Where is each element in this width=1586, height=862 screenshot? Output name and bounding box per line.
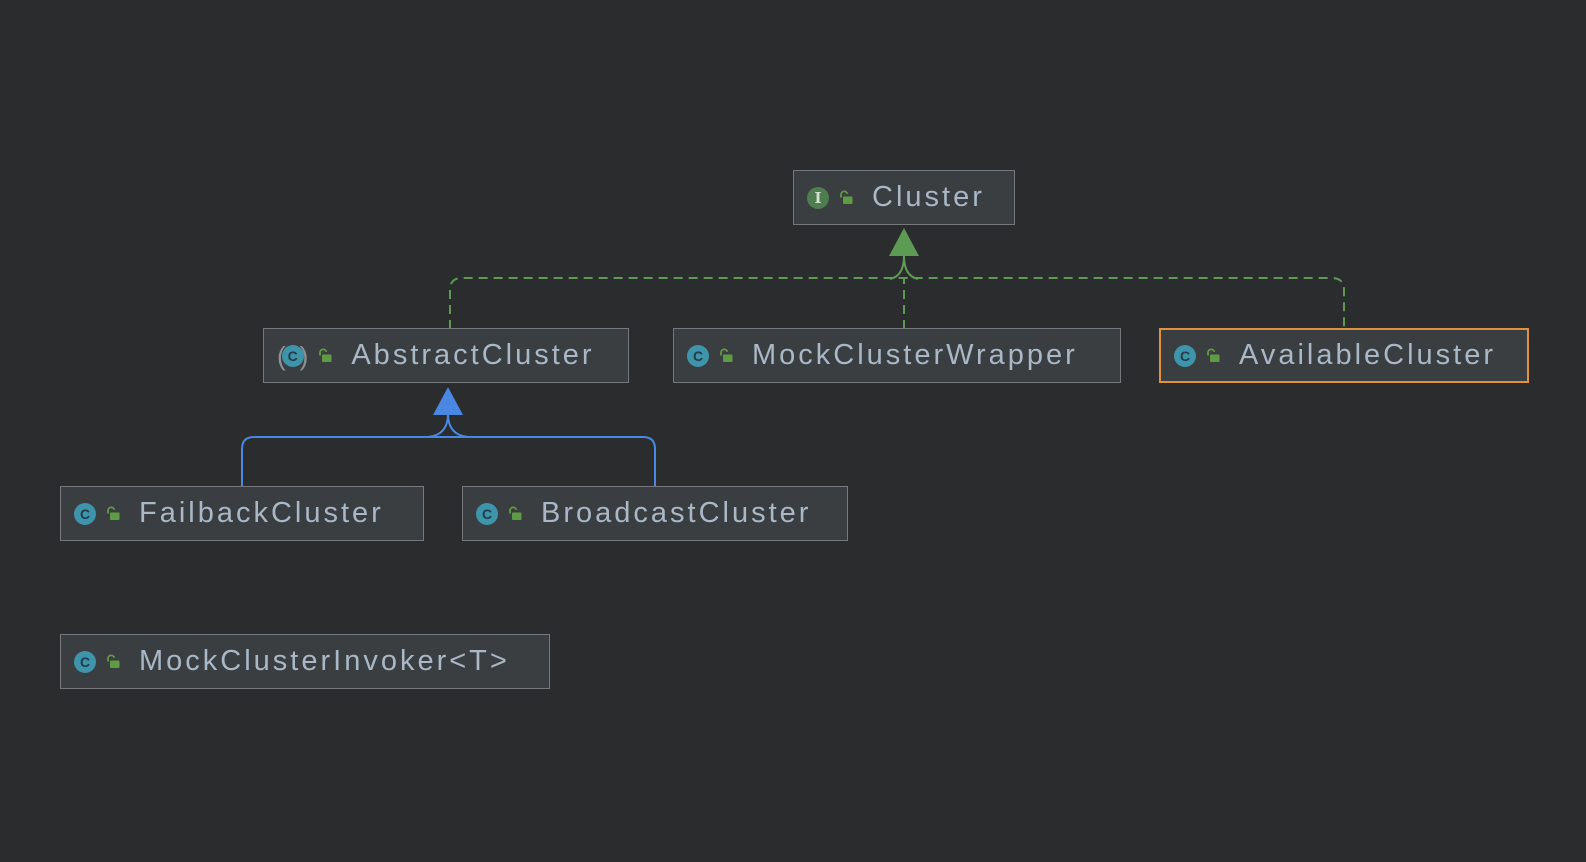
class-icon: C (74, 650, 96, 673)
class-icon: C (687, 344, 709, 367)
node-label: AbstractCluster (351, 339, 595, 371)
class-icon: C (74, 502, 96, 525)
inheritance-edge (241, 436, 656, 487)
realization-arrowhead-icon (889, 228, 919, 256)
realization-edge-stem (903, 255, 919, 280)
class-icon: C (1174, 344, 1196, 367)
inheritance-edge-stem (427, 413, 449, 438)
node-label: BroadcastCluster (541, 497, 812, 529)
unlocked-icon (840, 190, 853, 204)
unlocked-icon (1207, 348, 1220, 362)
unlocked-icon (319, 348, 332, 362)
class-icon: C (476, 502, 498, 525)
node-cluster[interactable]: I Cluster (793, 170, 1015, 225)
unlocked-icon (107, 654, 120, 668)
node-mock-cluster-invoker[interactable]: C MockClusterInvoker<T> (60, 634, 550, 689)
node-label: Cluster (872, 181, 985, 213)
abstract-class-icon: ( C ) (277, 343, 308, 369)
node-available-cluster[interactable]: C AvailableCluster (1159, 328, 1529, 383)
node-broadcast-cluster[interactable]: C BroadcastCluster (462, 486, 848, 541)
node-mock-cluster-wrapper[interactable]: C MockClusterWrapper (673, 328, 1121, 383)
unlocked-icon (720, 348, 733, 362)
node-failback-cluster[interactable]: C FailbackCluster (60, 486, 424, 541)
inheritance-arrowhead-icon (433, 387, 463, 415)
unlocked-icon (509, 506, 522, 520)
node-label: AvailableCluster (1239, 339, 1497, 371)
inheritance-edge-stem (447, 413, 469, 438)
node-abstract-cluster[interactable]: ( C ) AbstractCluster (263, 328, 629, 383)
unlocked-icon (107, 506, 120, 520)
node-label: MockClusterWrapper (752, 339, 1078, 371)
node-label: FailbackCluster (139, 497, 384, 529)
realization-edge (449, 277, 1345, 329)
node-label: MockClusterInvoker<T> (139, 645, 510, 677)
realization-edge-stem (889, 255, 905, 280)
interface-icon: I (807, 186, 829, 209)
